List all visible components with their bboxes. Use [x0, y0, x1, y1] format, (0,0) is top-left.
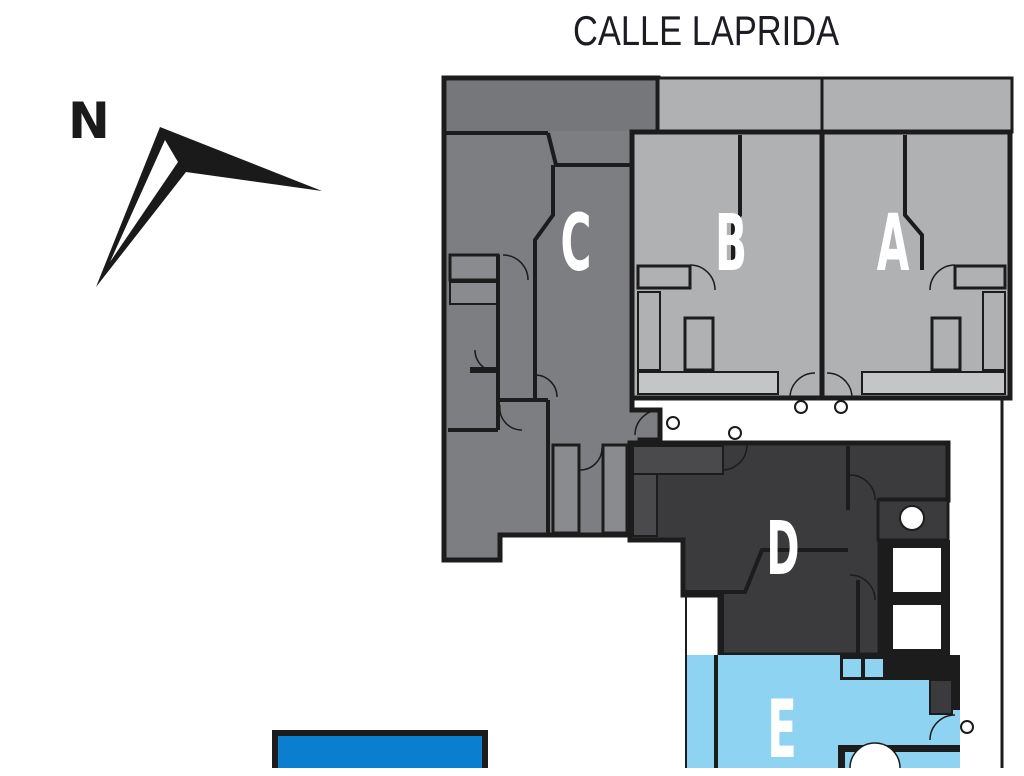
unit-label-c: C — [560, 199, 592, 289]
north-label: N — [68, 92, 110, 150]
entry-marker-d — [728, 426, 742, 440]
unit-c[interactable] — [441, 75, 663, 563]
elevator-1 — [893, 548, 941, 592]
unit-b[interactable] — [629, 76, 825, 401]
elevator-core — [876, 498, 950, 655]
unit-label-e: E — [767, 683, 797, 776]
unit-label-a: A — [876, 199, 910, 289]
entry-marker-c — [666, 416, 680, 430]
unit-e[interactable] — [685, 590, 960, 768]
entry-marker-b — [794, 400, 808, 414]
unit-label-d: D — [766, 506, 800, 592]
street-name-label: CALLE LAPRIDA — [573, 7, 840, 54]
unit-label-b: B — [714, 199, 748, 289]
entry-markers — [666, 400, 974, 734]
entry-marker-e — [960, 720, 974, 734]
outdoor-blue-block — [272, 730, 488, 768]
entry-marker-a — [834, 400, 848, 414]
unit-a[interactable] — [819, 76, 1014, 401]
north-arrow-icon — [96, 127, 322, 287]
elevator-2 — [893, 605, 941, 649]
